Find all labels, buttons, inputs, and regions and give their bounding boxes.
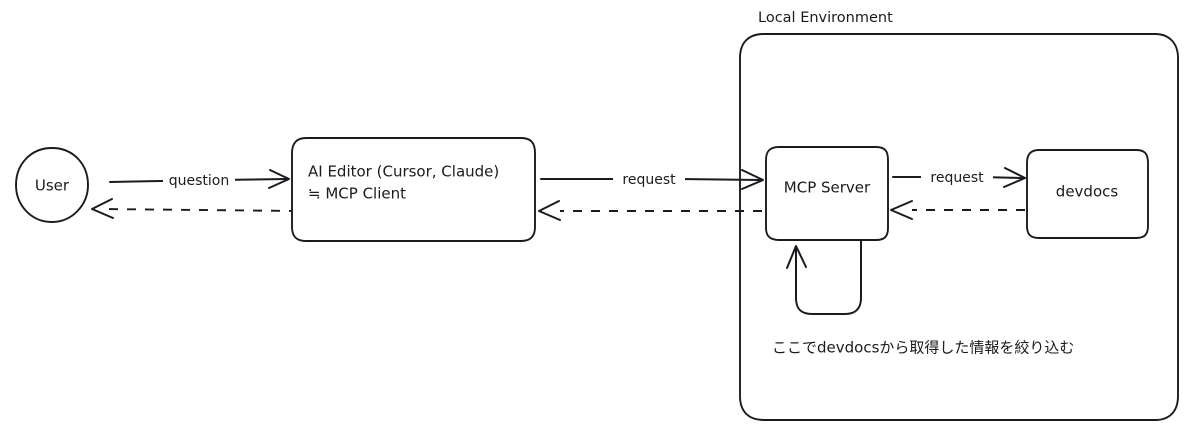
edge-devdocs-to-server[interactable] (890, 200, 1025, 220)
local-environment-group[interactable]: Local Environment (739, 10, 1179, 421)
edge-label-question: question (169, 173, 229, 189)
edge-server-self-loop[interactable] (786, 240, 862, 315)
edge-user-to-editor-arrowhead (268, 169, 290, 189)
edge-label-request-server-devdocs: request (930, 170, 984, 186)
edge-label-request-editor-server: request (622, 172, 676, 188)
edge-devdocs-to-server-arrowhead (890, 200, 913, 220)
node-user[interactable]: User (15, 147, 89, 223)
edge-server-self-loop-arrowhead (786, 245, 807, 269)
edge-editor-to-server-label-bg (613, 169, 685, 189)
edge-server-to-devdocs-arrowhead (1003, 167, 1026, 188)
node-devdocs-label: devdocs (1056, 183, 1119, 201)
node-devdocs-shape (1026, 149, 1149, 239)
edge-server-to-devdocs[interactable]: request (892, 167, 1026, 188)
edge-editor-to-server-arrowhead (741, 169, 764, 190)
note-devdocs-filter: ここでdevdocsから取得した情報を絞り込む (772, 339, 1074, 357)
edge-server-self-loop-line (795, 240, 862, 315)
edge-user-to-editor[interactable]: question (109, 169, 290, 190)
edge-server-to-editor[interactable] (538, 200, 762, 221)
node-mcp-server-shape (765, 146, 889, 241)
local-environment-label: Local Environment (758, 10, 893, 26)
edge-user-to-editor-label-bg (163, 170, 235, 190)
node-ai-editor-shape (291, 137, 536, 242)
node-mcp-server[interactable]: MCP Server (765, 146, 889, 241)
local-environment-border (739, 33, 1179, 421)
node-ai-editor-label-line1: AI Editor (Cursor, Claude) (308, 163, 499, 181)
edge-editor-to-server[interactable]: request (540, 169, 764, 190)
node-ai-editor[interactable]: AI Editor (Cursor, Claude) ≒ MCP Client (291, 137, 536, 242)
edge-server-to-editor-arrowhead (538, 200, 561, 221)
node-mcp-server-label: MCP Server (784, 179, 871, 197)
node-ai-editor-label-line2: ≒ MCP Client (308, 185, 406, 203)
node-user-label: User (35, 177, 70, 195)
edge-editor-to-user-arrowhead (91, 198, 114, 219)
edge-server-to-devdocs-label-bg (921, 167, 993, 187)
node-devdocs[interactable]: devdocs (1026, 149, 1149, 239)
node-user-shape (15, 147, 89, 223)
